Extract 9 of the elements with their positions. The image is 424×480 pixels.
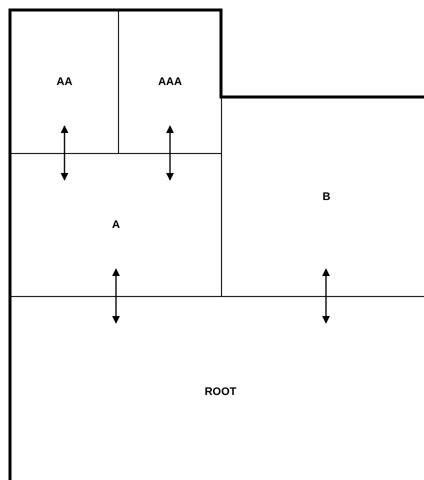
region-label: B [322,191,330,203]
region-label: ROOT [204,386,236,398]
double-arrow [112,268,120,324]
double-arrow [322,268,330,324]
region-label: A [112,219,120,231]
region-label: AA [56,76,72,88]
double-arrow [166,125,174,181]
region-label: AAA [158,76,182,88]
double-arrow [60,125,68,181]
